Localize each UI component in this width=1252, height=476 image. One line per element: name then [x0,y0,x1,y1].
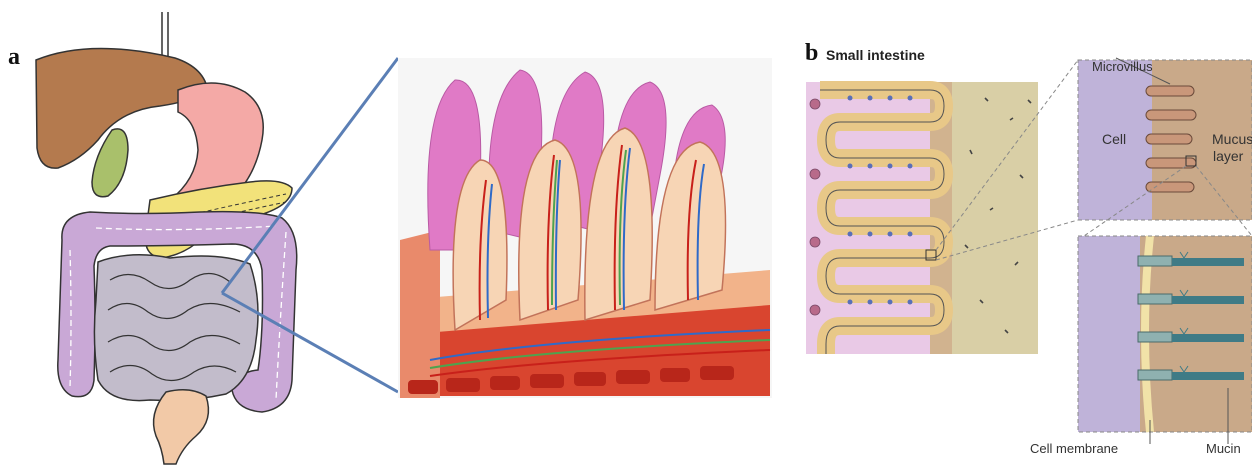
mucin-label: Mucin [1206,441,1241,456]
villi-cutaway-illustration [398,58,772,398]
mucus-label-line1: Mucus [1212,131,1252,147]
microvillus-label: Microvillus [1092,59,1153,74]
mucin-panel [1078,236,1252,444]
rectum [154,390,209,464]
microvillus-panel [1078,58,1252,236]
cell-membrane-label: Cell membrane [1030,441,1118,456]
digestive-tract-illustration [36,12,398,464]
cell-label: Cell [1102,131,1126,147]
mucus-label-line2: layer [1213,148,1243,164]
crypt-villus-schematic [806,60,1078,354]
small-intestine-title: Small intestine [826,47,925,63]
